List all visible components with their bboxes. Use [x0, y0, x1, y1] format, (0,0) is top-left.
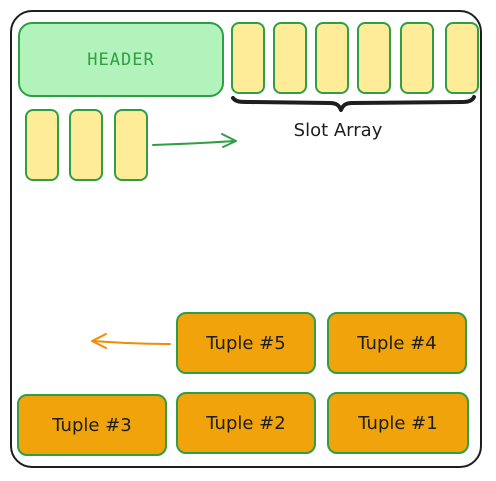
slot-top-6 [445, 22, 479, 94]
slot-top-2 [273, 22, 307, 94]
tuple-2-label: Tuple #2 [206, 412, 286, 434]
slot-row2-1 [25, 109, 59, 181]
slot-top-3 [315, 22, 349, 94]
header-label: HEADER [87, 49, 155, 70]
tuple-5-label: Tuple #5 [206, 332, 286, 354]
slot-top-5 [400, 22, 434, 94]
slot-row2-2 [69, 109, 103, 181]
tuple-2: Tuple #2 [176, 392, 316, 454]
header-block: HEADER [18, 22, 224, 97]
tuple-1: Tuple #1 [327, 392, 469, 454]
tuple-4: Tuple #4 [327, 312, 467, 374]
slot-top-1 [231, 22, 265, 94]
tuple-5: Tuple #5 [176, 312, 316, 374]
tuple-1-label: Tuple #1 [358, 412, 438, 434]
tuple-3: Tuple #3 [17, 394, 167, 456]
slot-array-label: Slot Array [293, 120, 383, 141]
slot-top-4 [357, 22, 391, 94]
tuple-4-label: Tuple #4 [357, 332, 437, 354]
slot-row2-3 [114, 109, 148, 181]
tuple-3-label: Tuple #3 [52, 414, 132, 436]
